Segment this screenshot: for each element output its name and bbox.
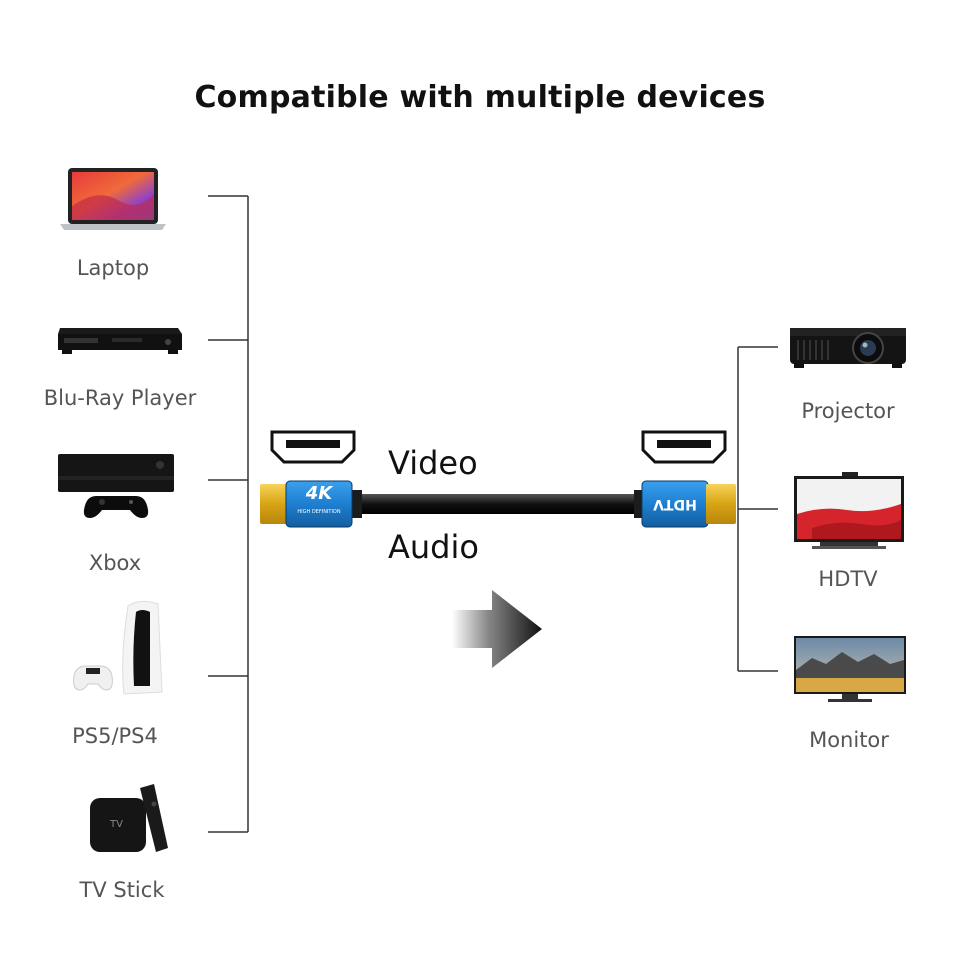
page-title: Compatible with multiple devices: [194, 80, 766, 115]
playstation-icon: [73, 600, 163, 695]
badge-4k: 4K: [305, 483, 333, 504]
target-label-projector: Projector: [801, 399, 895, 423]
blu-ray-player-icon: [58, 328, 182, 354]
monitor-icon: [794, 636, 906, 702]
projector-icon: [790, 328, 906, 368]
source-label-tv-stick: TV Stick: [79, 878, 165, 902]
source-label-xbox: Xbox: [88, 551, 142, 575]
badge-high-definition: HIGH DEFINITION: [297, 509, 341, 515]
target-label-monitor: Monitor: [809, 728, 889, 752]
badge-hdtv: HDTV: [653, 496, 697, 512]
arrow-right-icon: [452, 590, 542, 668]
source-label-laptop: Laptop: [76, 256, 150, 280]
signal-label-video: Video: [388, 444, 478, 482]
xbox-icon: [58, 454, 174, 518]
tv-box-text: TV: [109, 819, 123, 830]
tv-stick-icon: TV: [90, 784, 168, 852]
laptop-icon: [60, 168, 166, 230]
source-label-ps: PS5/PS4: [72, 724, 158, 748]
hdmi-port-icon-right: [641, 430, 727, 464]
target-label-hdtv: HDTV: [818, 567, 878, 591]
hdmi-port-icon-left: [270, 430, 356, 464]
hdtv-icon: [794, 472, 904, 549]
source-label-blu-ray: Blu-Ray Player: [43, 386, 197, 410]
hdmi-plug-left: [285, 480, 353, 528]
signal-label-audio: Audio: [388, 528, 479, 566]
